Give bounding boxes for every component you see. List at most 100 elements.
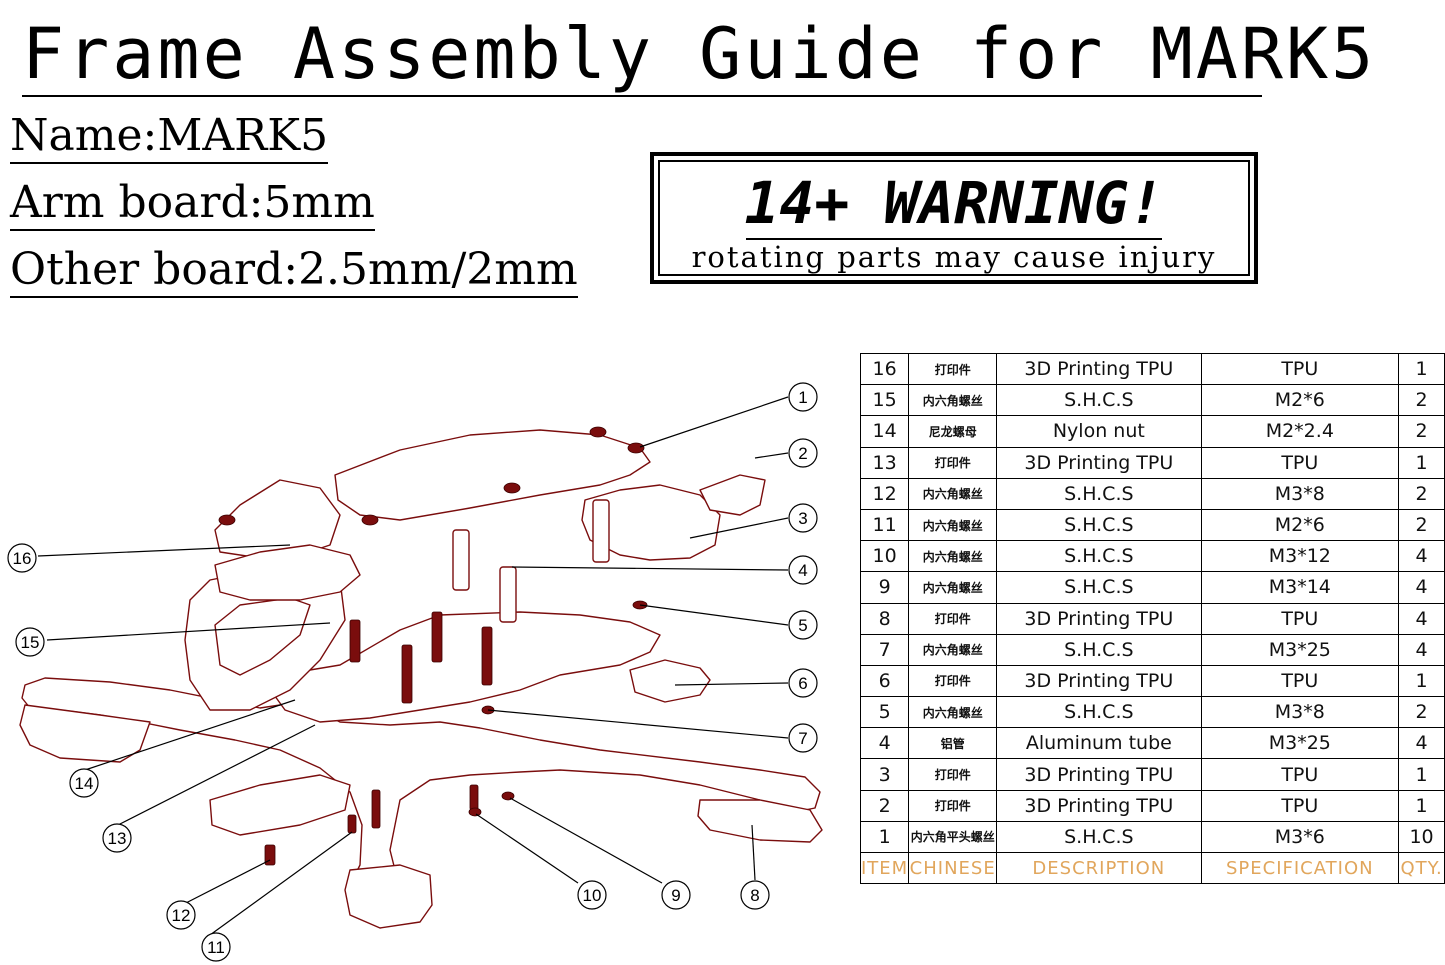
bom-specification: M3*8 [1200, 477, 1400, 510]
bom-chinese-name: 打印件 [908, 758, 998, 791]
title-underline [22, 95, 1262, 97]
bom-specification: M3*25 [1200, 633, 1400, 666]
bom-item-number: 9 [859, 571, 910, 604]
callout-label-11: 11 [207, 938, 225, 957]
bom-item-number: 5 [859, 696, 910, 729]
bom-item-number: 3 [859, 758, 910, 791]
callout-label-2: 2 [798, 444, 807, 463]
callout-label-7: 7 [798, 729, 807, 748]
bom-specification: M3*6 [1200, 820, 1400, 854]
screw [347, 814, 357, 834]
callout-circle-6 [788, 668, 818, 698]
bom-chinese-name: 内六角螺丝 [908, 384, 998, 417]
top-mid-plate [214, 544, 361, 601]
bom-item-number: 14 [859, 415, 910, 448]
bom-quantity: 10 [1398, 820, 1445, 854]
bom-quantity: 1 [1398, 352, 1445, 386]
bom-specification: M2*6 [1200, 384, 1400, 417]
bom-description: S.H.C.S [996, 384, 1202, 417]
bom-description: S.H.C.S [996, 477, 1202, 510]
bom-header-specification: SPECIFICATION [1200, 851, 1400, 885]
screw [431, 611, 443, 663]
callout-label-10: 10 [583, 886, 602, 905]
bom-chinese-name: 内六角螺丝 [908, 571, 998, 604]
callout-circle-4 [788, 555, 818, 585]
bom-specification: TPU [1200, 602, 1400, 635]
bom-quantity: 4 [1398, 571, 1445, 604]
warning-title: 14+ WARNING! [744, 169, 1164, 237]
bom-quantity: 1 [1398, 664, 1445, 698]
bom-item-number: 10 [859, 540, 910, 573]
callout-label-1: 1 [798, 388, 807, 407]
bom-description: 3D Printing TPU [996, 664, 1202, 698]
bom-quantity: 2 [1398, 477, 1445, 510]
callout-label-3: 3 [798, 509, 807, 528]
bom-item-number: 15 [859, 384, 910, 417]
bom-description: 3D Printing TPU [996, 446, 1202, 479]
bom-quantity: 4 [1398, 602, 1445, 635]
bom-chinese-name: 打印件 [908, 664, 998, 698]
rear-right-arm-pad [697, 799, 823, 843]
screw [401, 644, 413, 704]
standoff [452, 529, 470, 591]
bom-item-number: 7 [859, 633, 910, 666]
bom-description: S.H.C.S [996, 820, 1202, 854]
callout-circle-12 [166, 900, 196, 930]
bom-specification: TPU [1200, 352, 1400, 386]
bom-chinese-name: 内六角螺丝 [908, 508, 998, 542]
spec-name: Name:MARK5 [10, 110, 329, 164]
warning-subtitle: rotating parts may cause injury [691, 240, 1217, 274]
callout-label-8: 8 [750, 886, 759, 905]
bom-description: Aluminum tube [996, 727, 1202, 760]
callout-circle-11 [201, 932, 231, 962]
screw [469, 784, 479, 811]
front-left-arm-pad [19, 704, 151, 763]
bom-chinese-name: 尼龙螺母 [908, 415, 998, 448]
bom-description: Nylon nut [996, 415, 1202, 448]
callout-circle-13 [102, 823, 132, 853]
callout-circle-7 [788, 723, 818, 753]
bom-item-number: 8 [859, 602, 910, 635]
bom-chinese-name: 打印件 [908, 446, 998, 479]
bom-quantity: 4 [1398, 633, 1445, 666]
callout-label-4: 4 [798, 561, 807, 580]
spec-other-board: Other board:2.5mm/2mm [10, 244, 578, 298]
callout-circle-1 [788, 382, 818, 412]
bom-description: S.H.C.S [996, 633, 1202, 666]
bom-chinese-name: 内六角螺丝 [908, 477, 998, 510]
bom-specification: M2*6 [1200, 508, 1400, 542]
bom-quantity: 2 [1398, 508, 1445, 542]
bom-specification: M2*2.4 [1200, 415, 1400, 448]
bom-description: S.H.C.S [996, 571, 1202, 604]
camera-mount-inner [214, 597, 311, 676]
bom-item-number: 4 [859, 727, 910, 760]
bom-specification: M3*12 [1200, 540, 1400, 573]
bom-header-description: DESCRIPTION [996, 851, 1202, 885]
callout-circle-15 [15, 627, 45, 657]
callout-circle-5 [788, 610, 818, 640]
spec-arm-board: Arm board:5mm [10, 177, 375, 231]
bom-description: 3D Printing TPU [996, 602, 1202, 635]
bom-specification: TPU [1200, 758, 1400, 791]
bom-description: S.H.C.S [996, 508, 1202, 542]
bom-chinese-name: 内六角螺丝 [908, 696, 998, 729]
bom-specification: TPU [1200, 664, 1400, 698]
standoff [499, 566, 517, 623]
antenna-holder [699, 474, 766, 516]
callout-circle-3 [788, 503, 818, 533]
bom-quantity: 2 [1398, 696, 1445, 729]
bom-quantity: 1 [1398, 758, 1445, 791]
